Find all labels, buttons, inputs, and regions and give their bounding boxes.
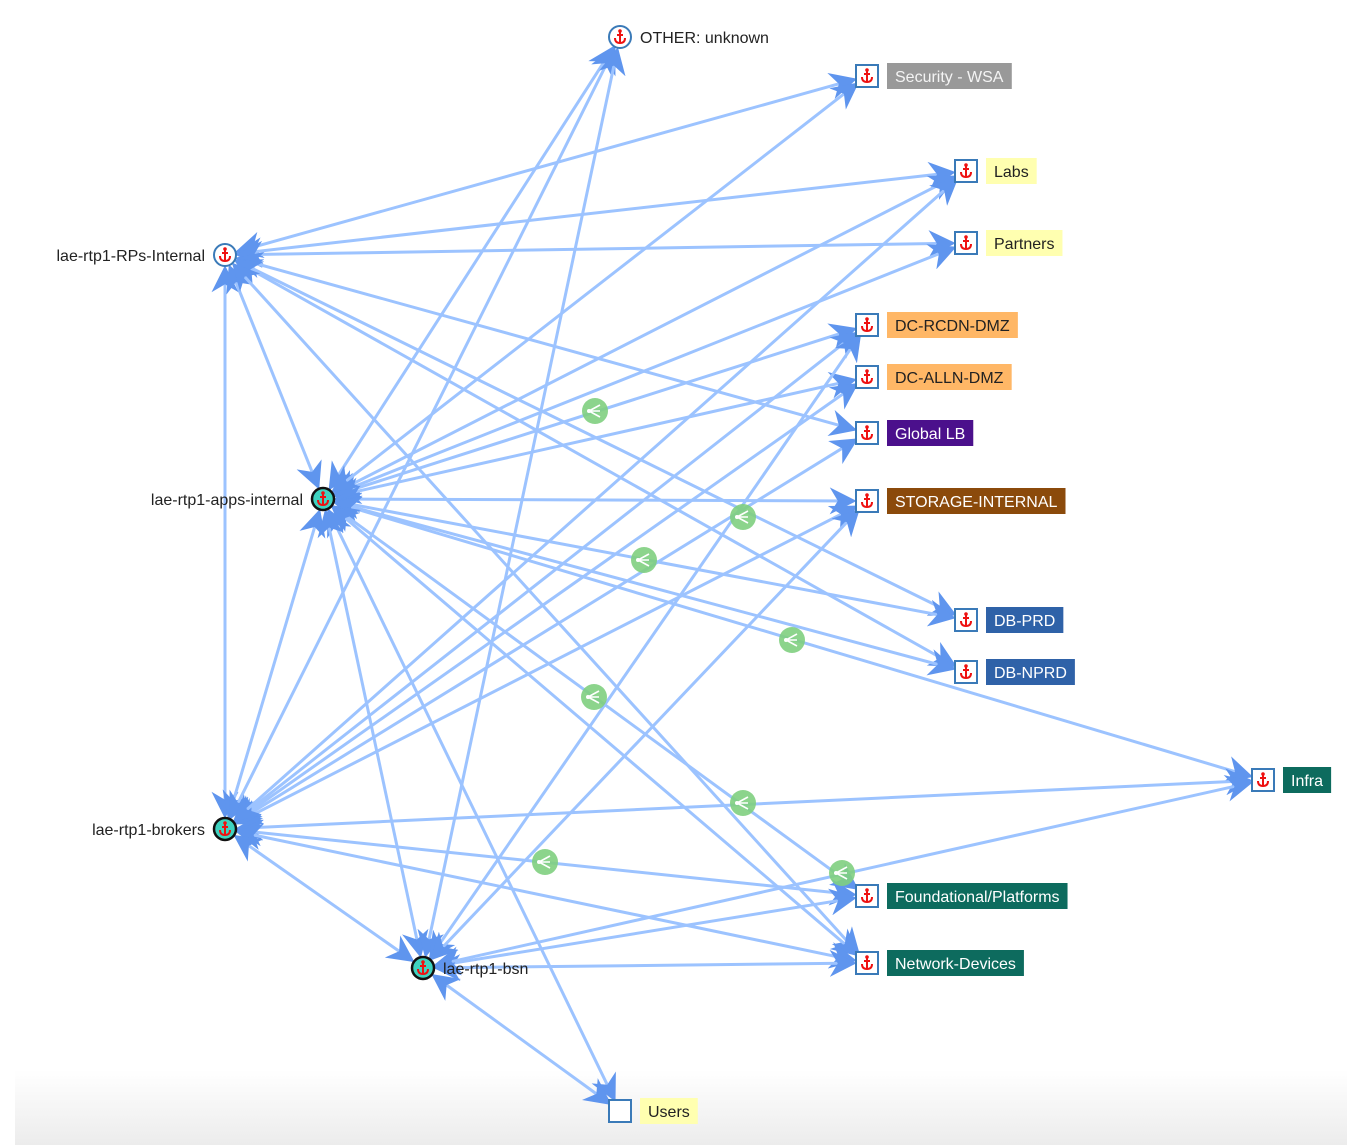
anchor-icon	[219, 824, 231, 837]
anchor-icon	[861, 428, 873, 441]
node-label: DC-RCDN-DMZ	[895, 318, 1010, 335]
anchor-icon	[614, 32, 626, 45]
edge-bsn-other[interactable]	[417, 47, 626, 958]
node-infra[interactable]: Infra	[1251, 767, 1332, 793]
anchor-icon	[861, 496, 873, 509]
anchor-icon	[960, 238, 972, 251]
edges-layer	[211, 45, 1254, 1105]
node-partners[interactable]: Partners	[954, 230, 1063, 256]
node-label: Security - WSA	[895, 69, 1004, 86]
edge-bsn-foundational[interactable]	[433, 888, 857, 976]
anchor-icon	[960, 615, 972, 628]
node-dbprd[interactable]: DB-PRD	[954, 607, 1064, 633]
node-label: Partners	[994, 236, 1054, 253]
anchor-icon	[219, 250, 231, 263]
node-label: Labs	[994, 164, 1029, 181]
node-label: DB-NPRD	[994, 665, 1067, 682]
node-label: DB-PRD	[994, 613, 1055, 630]
node-label: Infra	[1291, 773, 1323, 790]
node-label: lae-rtp1-brokers	[92, 822, 205, 839]
label-tag	[887, 488, 1066, 514]
edge-apps-users[interactable]	[327, 508, 616, 1102]
node-label: lae-rtp1-apps-internal	[151, 492, 303, 509]
clusters-layer	[532, 398, 855, 886]
node-users[interactable]: Users	[608, 1098, 698, 1124]
label-tag	[986, 607, 1064, 633]
node-label: Users	[648, 1104, 690, 1121]
edge-brokers-bsn[interactable]	[233, 834, 415, 963]
node-dbnprd[interactable]: DB-NPRD	[954, 659, 1075, 685]
node-label: lae-rtp1-bsn	[443, 961, 528, 978]
node-label: OTHER: unknown	[640, 30, 769, 47]
node-bsn[interactable]: lae-rtp1-bsn	[410, 955, 528, 981]
edge-rps-wsa[interactable]	[234, 73, 858, 258]
edge-brokers-rcdn[interactable]	[233, 331, 859, 823]
cluster-icon[interactable]	[581, 684, 607, 710]
label-tag	[887, 420, 974, 446]
anchor-icon	[417, 963, 429, 976]
node-network[interactable]: Network-Devices	[855, 950, 1024, 976]
cluster-icon[interactable]	[631, 547, 657, 573]
cluster-icon[interactable]	[779, 627, 805, 653]
cluster-icon[interactable]	[532, 849, 558, 875]
node-label: Foundational/Platforms	[895, 889, 1060, 906]
node-label: STORAGE-INTERNAL	[895, 494, 1058, 511]
node-rcdn[interactable]: DC-RCDN-DMZ	[855, 312, 1018, 338]
anchor-icon	[861, 320, 873, 333]
label-tag	[986, 158, 1037, 184]
node-label: lae-rtp1-RPs-Internal	[57, 248, 206, 265]
label-tag	[986, 230, 1063, 256]
anchor-icon	[861, 891, 873, 904]
label-tag	[887, 950, 1024, 976]
cluster-icon[interactable]	[730, 504, 756, 530]
label-tag	[1283, 767, 1332, 793]
node-label: Global LB	[895, 426, 965, 443]
node-storage[interactable]: STORAGE-INTERNAL	[855, 488, 1066, 514]
anchor-icon	[317, 494, 329, 507]
edge-brokers-storage[interactable]	[234, 505, 858, 825]
node-wsa[interactable]: Security - WSA	[855, 63, 1012, 89]
cluster-icon[interactable]	[829, 860, 855, 886]
node-rps[interactable]: lae-rtp1-RPs-Internal	[57, 243, 237, 267]
label-tag	[887, 883, 1068, 909]
label-tag	[887, 312, 1018, 338]
anchor-icon	[861, 372, 873, 385]
node-alln[interactable]: DC-ALLN-DMZ	[855, 364, 1012, 390]
node-brokers[interactable]: lae-rtp1-brokers	[92, 816, 238, 842]
label-tag	[887, 63, 1012, 89]
node-globallb[interactable]: Global LB	[855, 420, 974, 446]
label-tag	[640, 1098, 698, 1124]
node-apps[interactable]: lae-rtp1-apps-internal	[151, 486, 336, 512]
label-tag	[887, 364, 1012, 390]
edge-rps-labs[interactable]	[235, 161, 956, 265]
edge-apps-dbnprd[interactable]	[332, 495, 957, 676]
node-other[interactable]: OTHER: unknown	[608, 25, 769, 49]
anchor-icon	[861, 958, 873, 971]
anchor-icon	[960, 166, 972, 179]
edge-apps-wsa[interactable]	[331, 82, 859, 493]
cluster-icon[interactable]	[730, 790, 756, 816]
edge-rps-partners[interactable]	[235, 230, 956, 268]
node-labs[interactable]: Labs	[954, 158, 1037, 184]
anchor-icon	[960, 667, 972, 680]
anchor-icon	[861, 71, 873, 84]
edge-bsn-users[interactable]	[431, 974, 612, 1105]
anchor-icon	[1257, 775, 1269, 788]
node-label: Network-Devices	[895, 956, 1016, 973]
label-tag	[986, 659, 1075, 685]
edge-bsn-storage[interactable]	[430, 508, 860, 961]
node-label: DC-ALLN-DMZ	[895, 370, 1004, 387]
edge-rps-globallb[interactable]	[234, 251, 858, 437]
cluster-icon[interactable]	[582, 398, 608, 424]
node-foundational[interactable]: Foundational/Platforms	[855, 883, 1068, 909]
edge-apps-bsn[interactable]	[317, 509, 429, 958]
